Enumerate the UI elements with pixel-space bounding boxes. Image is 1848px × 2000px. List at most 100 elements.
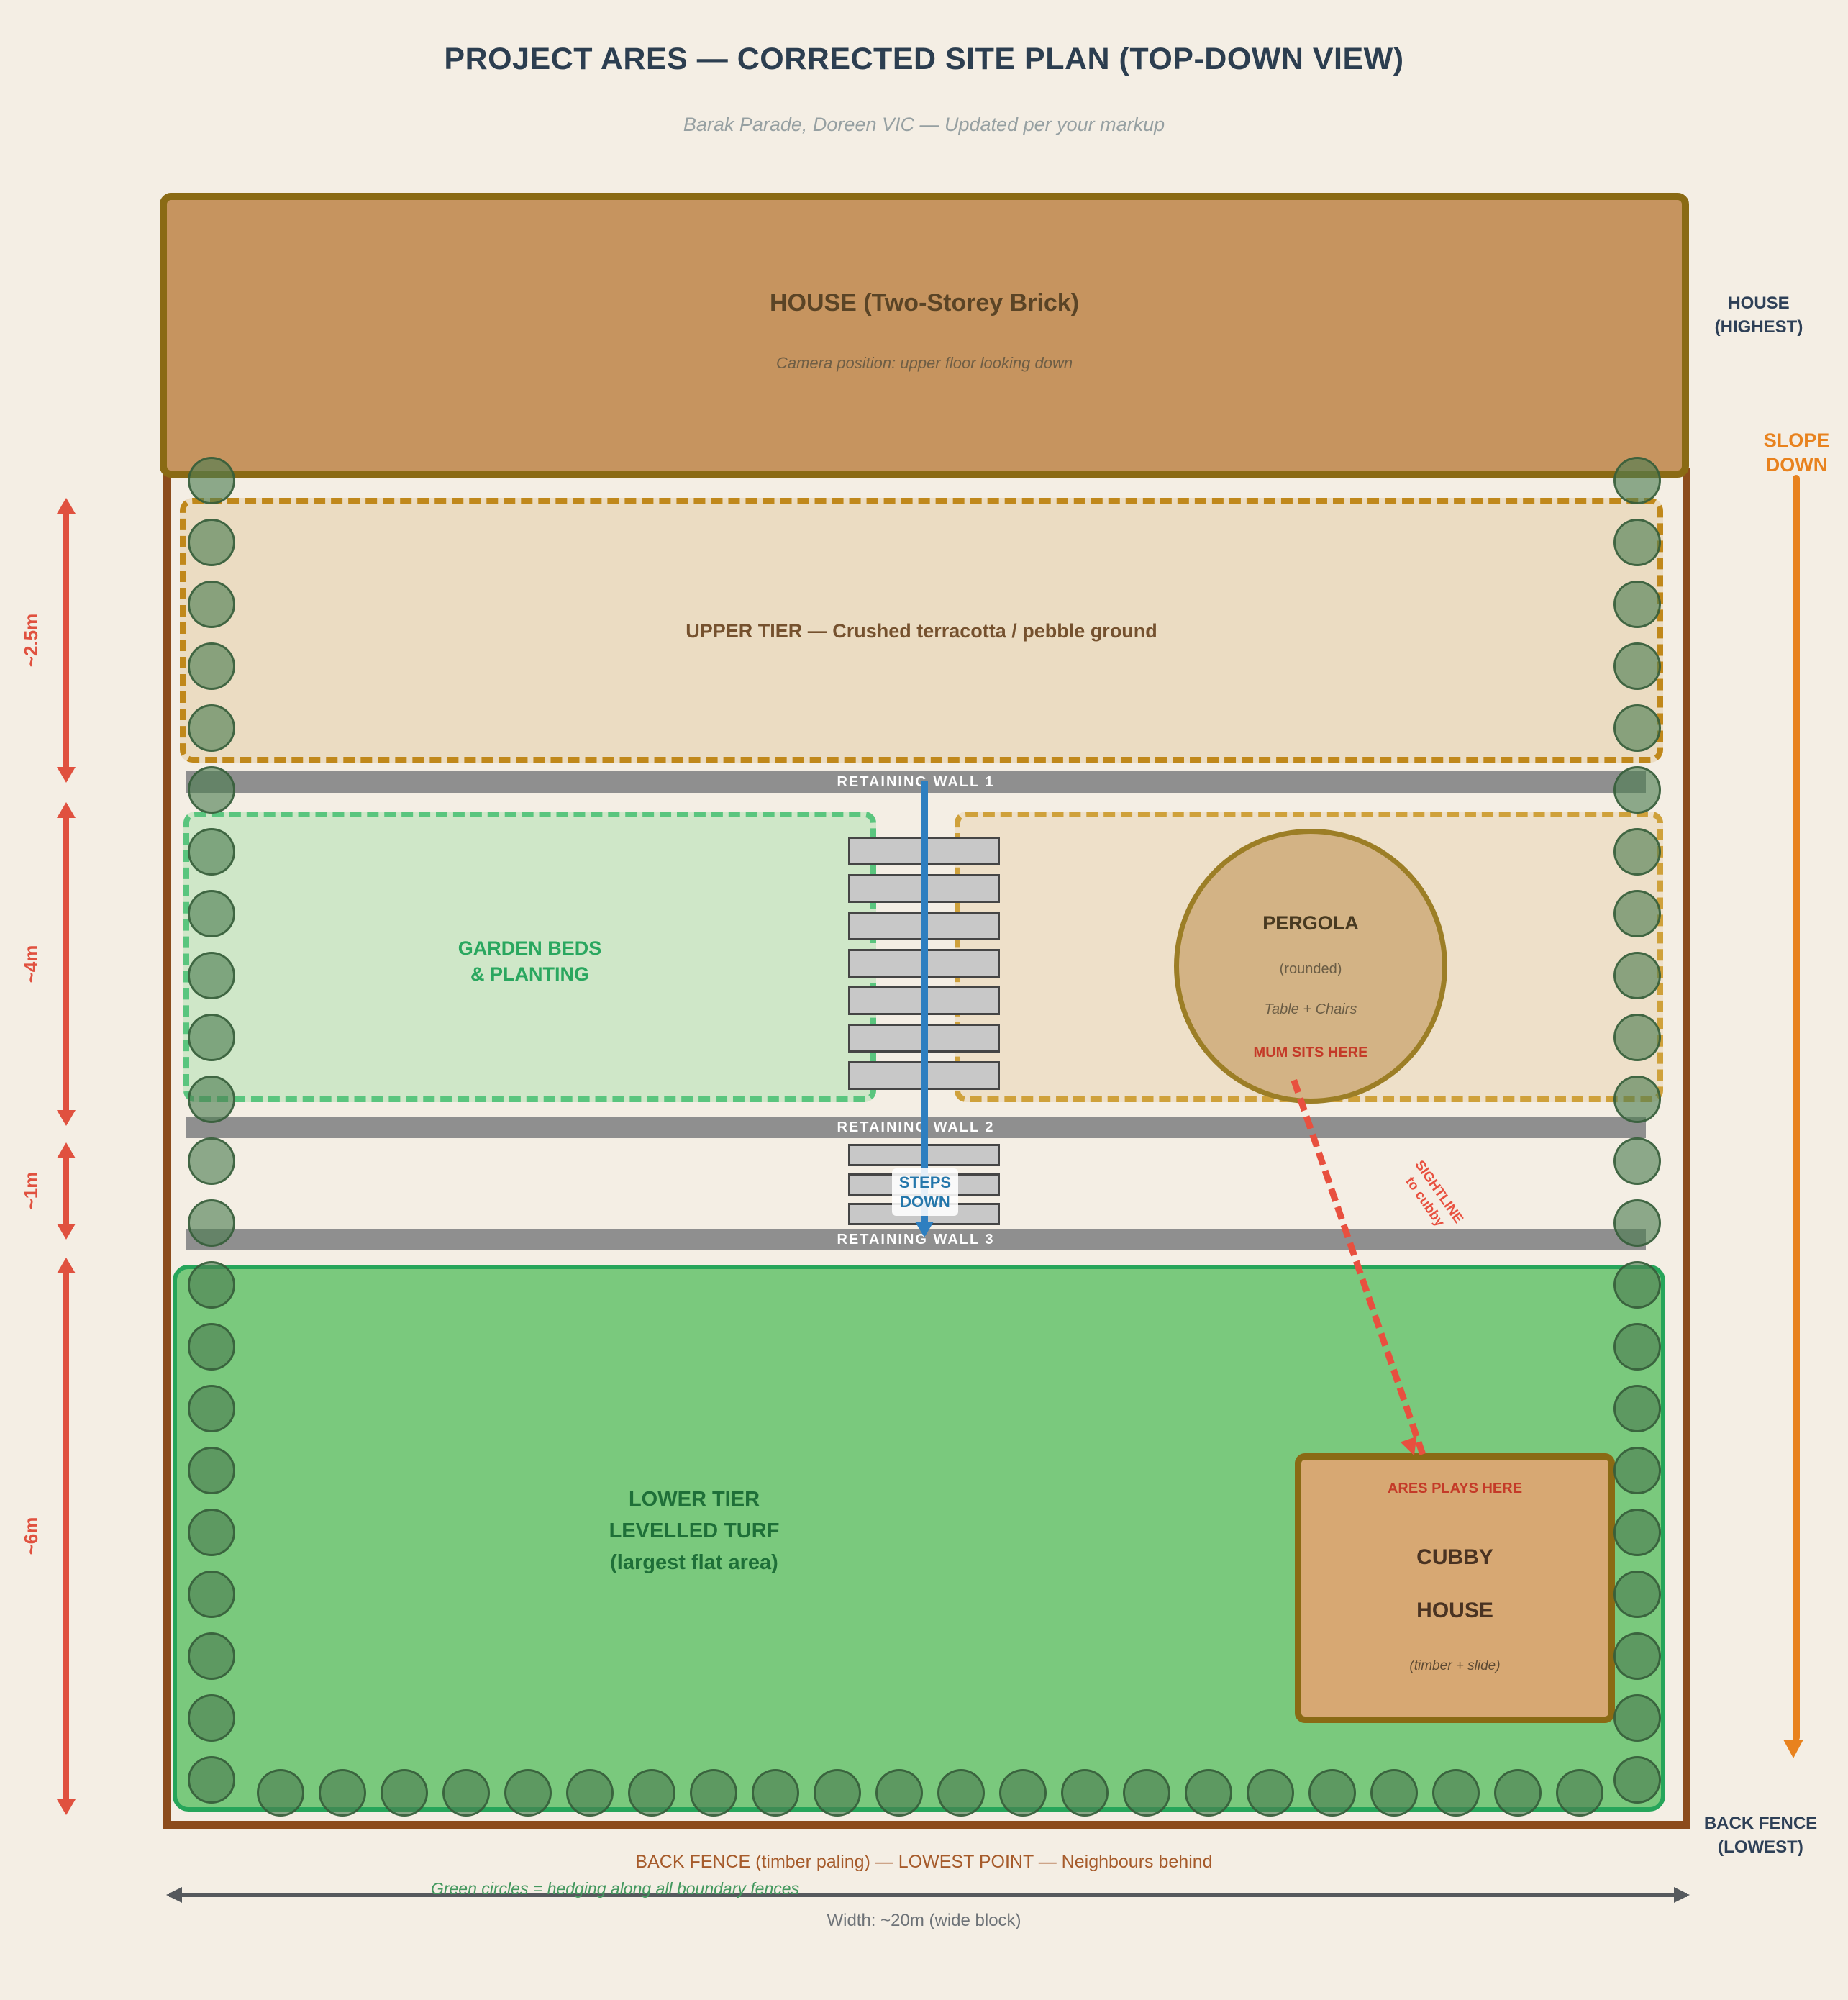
hedge-circle xyxy=(442,1769,490,1817)
hedge-circle xyxy=(1613,1385,1661,1432)
hedge-circle xyxy=(1308,1769,1356,1817)
cubby-label-line1: CUBBY xyxy=(1416,1545,1493,1569)
hedge-circle xyxy=(188,704,235,752)
dim-label-1m: ~1m xyxy=(20,1171,42,1210)
hedge-circle xyxy=(188,1076,235,1123)
back-fence-lowest-line2: (LOWEST) xyxy=(1718,1837,1803,1857)
steps-down-line1: STEPS xyxy=(898,1173,952,1191)
hedge-circle xyxy=(381,1769,428,1817)
hedge-circle xyxy=(188,828,235,876)
hedge-circle xyxy=(1370,1769,1418,1817)
cubby-house xyxy=(1295,1453,1615,1723)
cubby-sub-label: (timber + slide) xyxy=(1409,1658,1501,1673)
ares-plays-here-label: ARES PLAYS HERE xyxy=(1387,1481,1523,1496)
hedge-circle xyxy=(188,1385,235,1432)
hedging-note: Green circles = hedging along all bounda… xyxy=(430,1879,800,1898)
hedge-circle xyxy=(1613,1632,1661,1680)
hedge-circle xyxy=(1613,952,1661,999)
hedge-circle xyxy=(1613,704,1661,752)
hedge-circle xyxy=(319,1769,366,1817)
dim-arrow-1m xyxy=(57,1142,76,1240)
label-house-highest: HOUSE (HIGHEST) xyxy=(1676,291,1842,339)
hedge-circle xyxy=(188,1509,235,1556)
garden-beds-line1: GARDEN BEDS xyxy=(458,937,602,959)
width-note: Width: ~20m (wide block) xyxy=(827,1911,1021,1930)
hedge-circle xyxy=(566,1769,614,1817)
slope-down-arrow xyxy=(1793,475,1800,1741)
pergola-furniture-note: Table + Chairs xyxy=(1264,1001,1357,1017)
hedge-circle xyxy=(1613,1694,1661,1742)
hedge-circle xyxy=(188,1447,235,1494)
lower-tier-label: LOWER TIER LEVELLED TURF (largest flat a… xyxy=(478,1483,910,1578)
pergola xyxy=(1174,829,1447,1104)
upper-tier-label: UPPER TIER — Crushed terracotta / pebble… xyxy=(686,620,1157,642)
hedge-circle xyxy=(188,766,235,814)
lower-tier-line2: LEVELLED TURF xyxy=(609,1519,780,1542)
hedge-circle xyxy=(628,1769,675,1817)
lower-tier-line1: LOWER TIER xyxy=(628,1488,760,1511)
slope-line2: DOWN xyxy=(1765,454,1828,476)
hedge-circle xyxy=(188,642,235,690)
house-label: HOUSE (Two-Storey Brick) xyxy=(769,289,1080,317)
steps-down-line2: DOWN xyxy=(900,1193,950,1211)
slope-down-arrowhead-icon xyxy=(1783,1740,1803,1758)
hedge-circle xyxy=(188,1014,235,1061)
dim-arrow-2-5m xyxy=(57,498,76,783)
hedge-circle xyxy=(1613,1137,1661,1185)
page-title: PROJECT ARES — CORRECTED SITE PLAN (TOP-… xyxy=(444,42,1404,76)
hedge-circle xyxy=(1556,1769,1603,1817)
hedge-circle xyxy=(999,1769,1047,1817)
hedge-circle xyxy=(1613,1323,1661,1371)
hedge-circle xyxy=(1613,1076,1661,1123)
slope-line1: SLOPE xyxy=(1763,429,1830,451)
hedge-circle xyxy=(188,1199,235,1247)
hedge-circle xyxy=(188,1323,235,1371)
hedge-circle xyxy=(1613,457,1661,504)
hedge-circle xyxy=(690,1769,737,1817)
hedge-circle xyxy=(188,1632,235,1680)
hedge-circle xyxy=(1613,1199,1661,1247)
lot-boundary xyxy=(163,468,1690,1829)
garden-beds-label: GARDEN BEDS & PLANTING xyxy=(183,935,876,987)
hedge-circle xyxy=(875,1769,923,1817)
camera-position-note: Camera position: upper floor looking dow… xyxy=(775,354,1073,372)
hedge-circle xyxy=(1613,519,1661,566)
hedge-circle xyxy=(814,1769,861,1817)
hedge-circle xyxy=(504,1769,552,1817)
hedge-circle xyxy=(1613,1571,1661,1618)
hedge-circle xyxy=(1613,581,1661,628)
hedge-circle xyxy=(188,581,235,628)
dim-label-4m: ~4m xyxy=(20,945,42,983)
house-highest-line2: (HIGHEST) xyxy=(1714,317,1803,337)
back-fence-note: BACK FENCE (timber paling) — LOWEST POIN… xyxy=(635,1852,1213,1872)
steps-centerline-arrowhead-icon xyxy=(915,1222,934,1237)
back-fence-lowest-line1: BACK FENCE xyxy=(1703,1814,1818,1833)
hedge-circle xyxy=(188,1571,235,1618)
house-highest-line1: HOUSE xyxy=(1728,294,1790,313)
hedge-circle xyxy=(188,1261,235,1309)
width-arrow xyxy=(166,1887,1690,1903)
dim-label-6m: ~6m xyxy=(20,1517,42,1555)
lower-tier-line3: (largest flat area) xyxy=(610,1551,778,1574)
label-back-fence-lowest: BACK FENCE (LOWEST) xyxy=(1676,1812,1845,1859)
pergola-rounded-note: (rounded) xyxy=(1279,961,1342,977)
retaining-wall-2: RETAINING WALL 2 xyxy=(186,1117,1646,1138)
cubby-label-line2: HOUSE xyxy=(1416,1599,1493,1622)
pergola-label: PERGOLA xyxy=(1262,912,1359,934)
garden-beds-line2: & PLANTING xyxy=(470,963,589,985)
dim-arrow-6m xyxy=(57,1258,76,1815)
hedge-circle xyxy=(1613,1756,1661,1804)
hedge-circle xyxy=(257,1769,304,1817)
hedge-circle xyxy=(1613,1261,1661,1309)
hedge-circle xyxy=(752,1769,799,1817)
hedge-circle xyxy=(1494,1769,1542,1817)
hedge-circle xyxy=(1061,1769,1109,1817)
steps-centerline xyxy=(921,781,928,1223)
hedge-circle xyxy=(188,1694,235,1742)
mum-sits-here-label: MUM SITS HERE xyxy=(1253,1045,1368,1060)
hedge-circle xyxy=(1613,828,1661,876)
hedge-circle xyxy=(188,952,235,999)
house-block xyxy=(160,193,1689,478)
hedge-circle xyxy=(1613,890,1661,937)
hedge-circle xyxy=(188,890,235,937)
